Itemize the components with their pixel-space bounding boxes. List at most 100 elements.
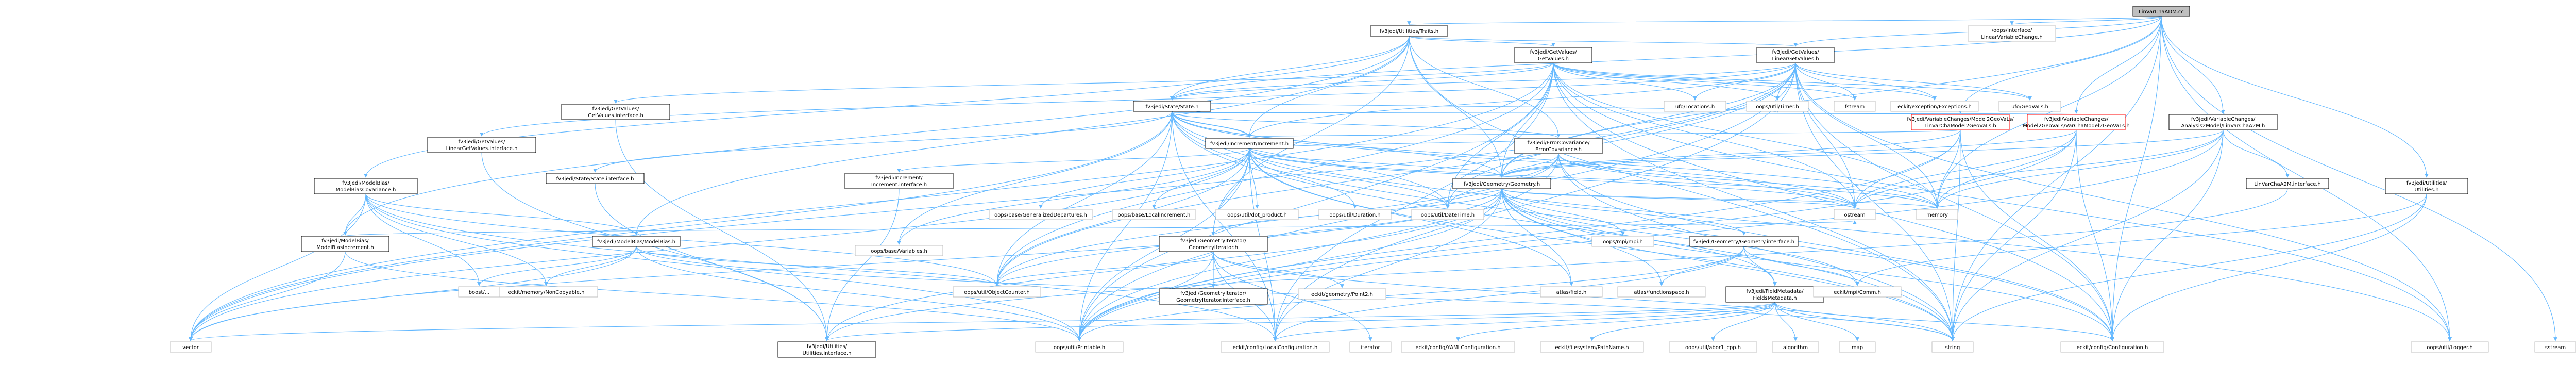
include-edge [1500, 153, 1559, 178]
node-label: oops/util/dot_product.h [1227, 212, 1287, 218]
node-label: fv3jedi/Geometry/Geometry.h [1464, 181, 1540, 187]
graph-node-memory[interactable]: memory [1916, 209, 1958, 220]
include-edge [1456, 302, 1775, 341]
graph-node-mb[interactable]: fv3jedi/ModelBias/ModelBias.h [592, 236, 681, 247]
graph-node-point2[interactable]: eckit/geometry/Point2.h [1298, 288, 1386, 300]
graph-node-utilIface[interactable]: fv3jedi/Utilities/Utilities.interface.h [777, 341, 876, 358]
graph-node-localConf[interactable]: eckit/config/LocalConfiguration.h [1221, 341, 1330, 353]
graph-node-functionspace[interactable]: atlas/functionspace.h [1617, 286, 1706, 298]
node-label: fstream [1845, 104, 1865, 110]
graph-node-yamlConf[interactable]: eckit/config/YAMLConfiguration.h [1401, 341, 1515, 353]
graph-node-cppIntf[interactable]: oops/util/abor1_cpp.h [1669, 341, 1757, 353]
include-edge [1711, 302, 1775, 341]
graph-node-state[interactable]: fv3jedi/State/State.h [1133, 101, 1211, 112]
include-edge [1172, 111, 1939, 209]
graph-node-traits[interactable]: /oops/interface/LinearVariableChange.h [1968, 25, 2056, 42]
graph-node-increment[interactable]: fv3jedi/Increment/Increment.h [1205, 138, 1294, 149]
graph-node-varch3[interactable]: fv3jedi/VariableChanges/Analysis2Model/L… [2168, 114, 2278, 130]
node-box [1998, 101, 2061, 112]
graph-node-incIface[interactable]: fv3jedi/Increment/Increment.interface.h [844, 173, 954, 189]
graph-node-root[interactable]: LinVarChaADM.cc [2132, 6, 2190, 17]
include-edge [345, 251, 1081, 341]
graph-node-geoIface[interactable]: fv3jedi/Geometry/Geometry.interface.h [1689, 236, 1799, 247]
graph-node-boost[interactable]: boost/... [458, 286, 500, 298]
graph-node-oopsTimer[interactable]: oops/util/Timer.h [1746, 101, 1809, 112]
include-edge [1500, 129, 2224, 178]
graph-node-getvals[interactable]: fv3jedi/GetValues/GetValues.h [1514, 47, 1592, 63]
include-edge [1795, 62, 1857, 101]
include-edge [1273, 246, 1744, 341]
graph-node-oopsLocations[interactable]: ufo/Locations.h [1664, 101, 1726, 112]
node-label: string [1945, 345, 1960, 351]
graph-node-map[interactable]: map [1839, 341, 1876, 353]
graph-node-getvalLin[interactable]: fv3jedi/GetValues/LinearGetValues.h [1756, 47, 1835, 63]
graph-node-duration[interactable]: oops/util/Duration.h [1318, 209, 1392, 220]
graph-node-stIface[interactable]: fv3jedi/State/State.interface.h [546, 173, 645, 184]
node-box [1617, 286, 1706, 298]
include-edge [365, 193, 999, 286]
graph-node-errcov[interactable]: fv3jedi/ErrorCovariance/ErrorCovariance.… [1514, 138, 1603, 154]
graph-node-geometry[interactable]: fv3jedi/Geometry/Geometry.h [1452, 178, 1551, 189]
graph-node-eckitExc[interactable]: eckit/exception/Exceptions.h [1890, 101, 1979, 112]
graph-node-gvIface[interactable]: fv3jedi/GetValues/GetValues.interface.h [561, 104, 670, 120]
graph-node-utilTraits[interactable]: fv3jedi/Utilities/Traits.h [1370, 25, 1448, 37]
graph-node-logger[interactable]: oops/util/Logger.h [2411, 341, 2489, 353]
include-edge [1501, 188, 1573, 286]
graph-node-fstream[interactable]: fstream [1834, 101, 1876, 112]
graph-node-eckitConfig[interactable]: eckit/config/Configuration.h [2060, 341, 2164, 353]
include-edge [1553, 62, 2032, 101]
include-edge [1501, 188, 2114, 341]
graph-node-localInc[interactable]: oops/base/LocalIncrement.h [1112, 209, 1196, 220]
graph-node-fieldsMeta[interactable]: fv3jedi/FieldMetadata/FieldsMetadata.h [1725, 286, 1824, 303]
graph-node-objCounter[interactable]: oops/util/ObjectCounter.h [953, 286, 1041, 298]
graph-node-vector[interactable]: vector [170, 341, 212, 353]
include-edge [2010, 16, 2162, 25]
graph-node-mpi[interactable]: oops/mpi/mpi.h [1591, 236, 1654, 247]
graph-node-variables[interactable]: oops/base/Variables.h [855, 245, 943, 256]
node-box [1514, 47, 1592, 63]
graph-node-linAd[interactable]: LinVarChaA2M.interface.h [2246, 178, 2329, 189]
graph-node-nonCopy[interactable]: eckit/memory/NonCopyable.h [494, 286, 598, 298]
graph-node-varch1[interactable]: fv3jedi/VariableChanges/Model2GeoVaLs/Li… [1907, 114, 2014, 130]
graph-node-printable[interactable]: oops/util/Printable.h [1035, 341, 1124, 353]
graph-node-mbInc[interactable]: fv3jedi/ModelBias/ModelBiasIncrement.h [301, 236, 389, 252]
node-box [1411, 209, 1484, 220]
graph-node-genDep[interactable]: oops/base/GeneralizedDepartures.h [989, 209, 1093, 220]
node-box [1514, 138, 1603, 154]
graph-node-mbCov[interactable]: fv3jedi/ModelBias/ModelBiasCovariance.h [314, 178, 418, 194]
include-edge [825, 302, 1775, 341]
node-label: memory [1926, 212, 1948, 218]
graph-node-algorithm[interactable]: algorithm [1772, 341, 1819, 353]
graph-node-ufoGeoVaLs[interactable]: ufo/GeoVaLs.h [1998, 101, 2061, 112]
graph-node-utilities[interactable]: fv3jedi/Utilities/Utilities.h [2385, 178, 2468, 194]
include-edge [1170, 62, 1554, 101]
graph-node-lgvIface[interactable]: fv3jedi/GetValues/LinearGetValues.interf… [427, 137, 536, 153]
graph-node-ostream[interactable]: ostream [1834, 209, 1876, 220]
node-box [170, 341, 212, 353]
graph-node-dotProd[interactable]: oops/util/dot_product.h [1215, 209, 1299, 220]
graph-node-iterator[interactable]: iterator [1349, 341, 1392, 353]
include-edge [634, 36, 1410, 236]
graph-node-pathName[interactable]: eckit/filesystem/PathName.h [1540, 341, 1644, 353]
node-box [1664, 101, 1726, 112]
graph-node-sstream[interactable]: sstream [2534, 341, 2576, 353]
include-edge [1590, 302, 1775, 341]
node-box [844, 173, 954, 189]
graph-node-string[interactable]: string [1931, 341, 1974, 353]
node-label: algorithm [1783, 345, 1808, 351]
graph-node-dateTime[interactable]: oops/util/DateTime.h [1411, 209, 1484, 220]
graph-node-atlasField[interactable]: atlas/field.h [1540, 286, 1603, 298]
include-edge [1273, 62, 1554, 341]
graph-node-geoIter[interactable]: fv3jedi/GeometryIterator/GeometryIterato… [1159, 236, 1268, 252]
node-label: oops/util/Timer.h [1756, 104, 1799, 110]
include-edge [1795, 62, 1939, 209]
include-edge [365, 193, 1081, 341]
node-box [1839, 341, 1876, 353]
node-box [1772, 341, 1819, 353]
graph-node-varch2[interactable]: fv3jedi/VariableChanges/Model2GeoVaLs/Va… [2023, 114, 2130, 130]
graph-node-eckitComm[interactable]: eckit/mpi/Comm.h [1813, 286, 1902, 298]
graph-node-geoIterIface[interactable]: fv3jedi/GeometryIterator/GeometryIterato… [1159, 288, 1268, 305]
include-edge [1172, 111, 1955, 341]
node-label: fv3jedi/GetValues/GetValues.h [1530, 49, 1577, 62]
